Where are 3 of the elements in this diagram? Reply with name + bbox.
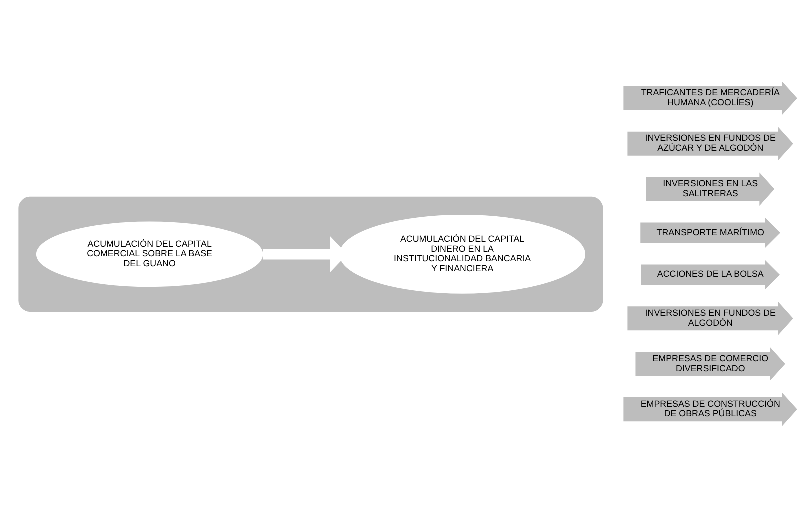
- node-ellipse: ACUMULACIÓN DEL CAPITAL DINERO EN LA INSTITUCIONALIDAD BANCARIA Y FINANCIERA: [340, 215, 586, 294]
- node-ellipse: ACUMULACIÓN DEL CAPITAL COMERCIAL SOBRE LA BASE DEL GUANO: [36, 222, 264, 288]
- cluster: [18, 196, 604, 312]
